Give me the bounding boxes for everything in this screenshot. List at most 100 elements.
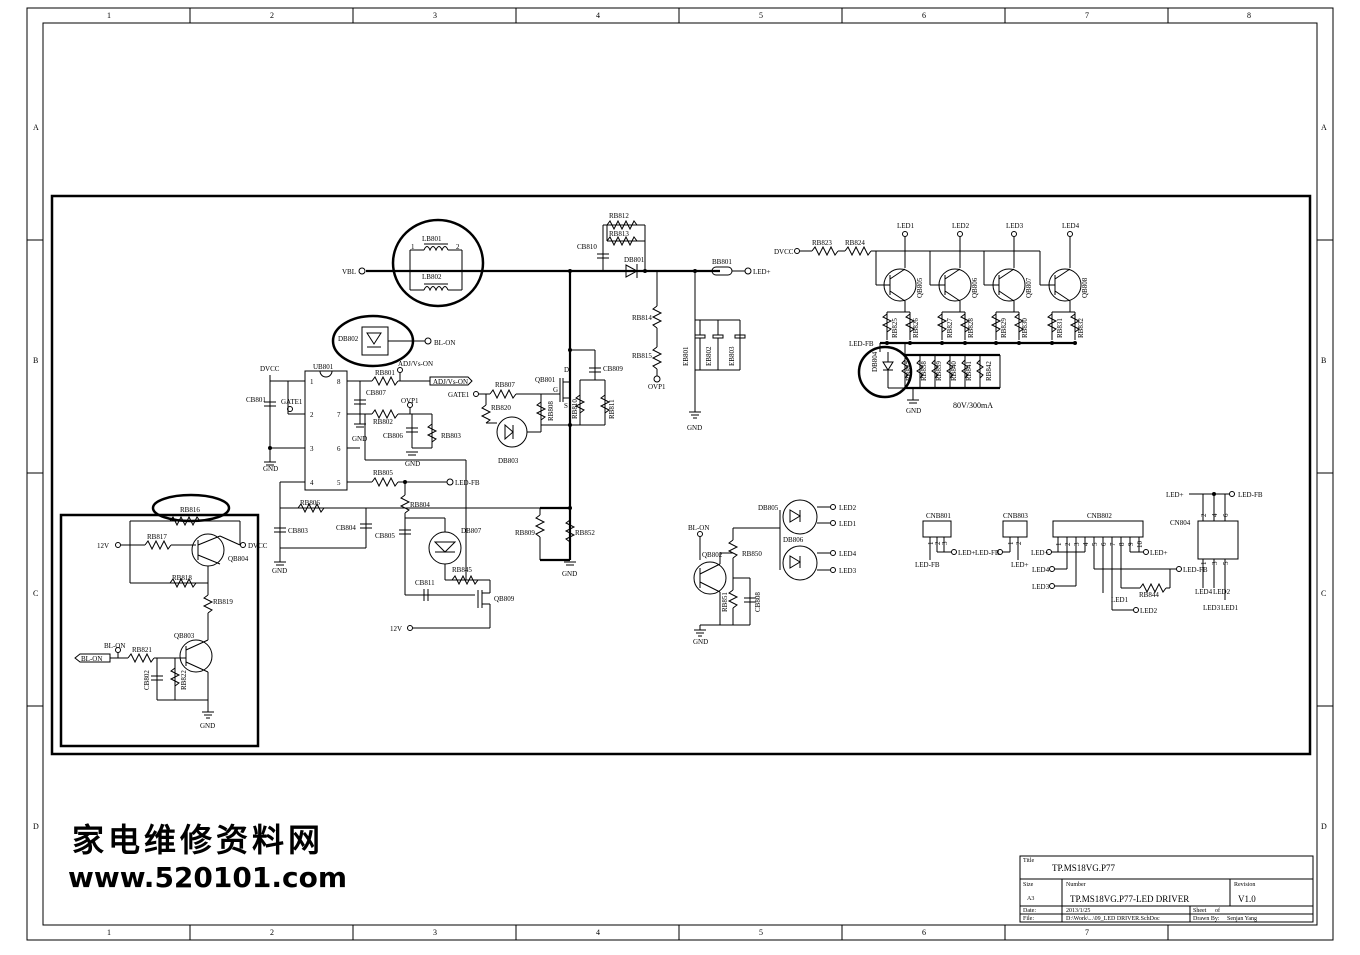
- part-cb811: CB811: [415, 579, 435, 587]
- tb-sheet-label: Sheet: [1193, 908, 1207, 914]
- part-rb831: RB831: [1056, 318, 1064, 338]
- ovp-input-network: [364, 402, 467, 580]
- protection-circuit: [693, 499, 836, 637]
- sheet-frame: [26, 7, 1334, 941]
- part-cb802: CB802: [143, 670, 151, 690]
- pin-cnb803-2: 2: [1015, 541, 1023, 545]
- pin-qb801-d: D: [564, 366, 569, 374]
- net-led-fb-cnb801: LED-FB: [915, 561, 940, 569]
- part-rb804: RB804: [410, 501, 430, 509]
- net-led1-cn804: LED1: [1221, 604, 1239, 612]
- part-rb810: RB810: [571, 399, 579, 419]
- channel-3: [984, 231, 1026, 340]
- tb-of-label: of: [1215, 907, 1220, 914]
- part-cn804: CN804: [1170, 519, 1191, 527]
- part-rb845: RB845: [452, 566, 472, 574]
- pin-cnb801-1: 1: [927, 541, 935, 545]
- pin-cn804-3: 3: [1211, 561, 1219, 565]
- pin-cn804-5: 5: [1222, 561, 1230, 565]
- part-rb811: RB811: [608, 399, 616, 419]
- net-led3-cnb802: LED3: [1032, 583, 1050, 591]
- ruler-col-4-bottom: 4: [596, 928, 600, 937]
- part-qb805: QB805: [916, 277, 924, 298]
- pin-cn804-1: 1: [1200, 561, 1208, 565]
- pin-cnb802-6: 6: [1100, 542, 1108, 546]
- part-lb801: LB801: [422, 235, 442, 243]
- part-rb837: RB837: [905, 361, 913, 381]
- part-rb807: RB807: [495, 381, 515, 389]
- net-led4-cnb802: LED4: [1032, 566, 1050, 574]
- part-rb824: RB824: [845, 239, 865, 247]
- net-led3-top: LED3: [1006, 222, 1024, 230]
- part-eb801: EB801: [682, 346, 690, 366]
- part-qb804: QB804: [228, 555, 249, 563]
- power-path: [366, 269, 720, 562]
- net-vbl: VBL: [342, 268, 356, 276]
- sense-resistors: [534, 508, 576, 566]
- net-led4-db: LED4: [839, 550, 857, 558]
- net-led1-top: LED1: [897, 222, 915, 230]
- column-ruler-top: 1 2 3 4 5 6 7 8: [107, 11, 1251, 20]
- net-led-fb-bus: LED-FB: [849, 340, 874, 348]
- part-cb801: CB801: [246, 396, 266, 404]
- pin-ub-6: 6: [337, 445, 341, 453]
- net-led2-db: LED2: [839, 504, 857, 512]
- ruler-row-a-right: A: [1321, 123, 1327, 132]
- net-led-fb-cnb803: LED-FB: [975, 549, 1000, 557]
- part-cb809: CB809: [603, 365, 623, 373]
- part-rb829: RB829: [1000, 318, 1008, 338]
- row-ruler-left: A B C D: [33, 123, 39, 831]
- title-block: [1019, 855, 1314, 923]
- connector-cnb803: [997, 520, 1028, 560]
- ruler-col-3-bottom: 3: [433, 928, 437, 937]
- tb-revision-label: Revision: [1234, 882, 1255, 888]
- net-gate1-drive: GATE1: [448, 391, 470, 399]
- vbl-port: [358, 267, 366, 275]
- net-dvcc-dim: DVCC: [248, 542, 268, 550]
- ruler-row-d: D: [33, 822, 39, 831]
- adj-network: [354, 367, 473, 428]
- ruler-col-6-bottom: 6: [922, 928, 926, 937]
- pin-cnb802-9: 9: [1127, 542, 1135, 546]
- dimming-section-box: [59, 513, 260, 748]
- part-rb816: RB816: [180, 506, 200, 514]
- part-rb826: RB826: [912, 318, 920, 338]
- soft-start-network: [405, 517, 491, 631]
- part-cb810: CB810: [577, 243, 597, 251]
- ruler-col-8: 8: [1247, 11, 1251, 20]
- tb-number: TP.MS18VG.P77-LED DRIVER: [1070, 894, 1189, 904]
- part-rb813: RB813: [609, 230, 629, 238]
- net-led-plus-cn804: LED+: [1166, 491, 1184, 499]
- connector-cnb801: [922, 520, 957, 560]
- part-ub801: UB801: [313, 363, 334, 371]
- part-rb832: RB832: [1077, 318, 1085, 338]
- pin-ub-4: 4: [310, 479, 314, 487]
- part-qb802: QB802: [702, 551, 723, 559]
- ovp-divider: [651, 271, 663, 383]
- pin-ub-2: 2: [310, 411, 314, 419]
- part-qb809: QB809: [494, 595, 515, 603]
- port-bl-on: BL-ON: [81, 655, 102, 663]
- ruler-row-a: A: [33, 123, 39, 132]
- part-cb807: CB807: [366, 389, 386, 397]
- port-adj: ADJ/Vs-ON: [433, 378, 468, 386]
- part-rb802: RB802: [373, 418, 393, 426]
- net-gnd-output: GND: [687, 424, 702, 432]
- ruler-col-4: 4: [596, 11, 600, 20]
- tb-revision: V1.0: [1238, 894, 1256, 904]
- ruler-col-6: 6: [922, 11, 926, 20]
- inductor-lb801: [409, 243, 463, 292]
- net-led4-top: LED4: [1062, 222, 1080, 230]
- ruler-col-3: 3: [433, 11, 437, 20]
- ruler-row-d-right: D: [1321, 822, 1327, 831]
- part-rb823: RB823: [812, 239, 832, 247]
- inductor-highlight-circle: [391, 218, 485, 308]
- part-rb817: RB817: [147, 533, 167, 541]
- pin-ub-3: 3: [310, 445, 314, 453]
- tb-file: D:\Work\...\09_LED DRIVER.SchDoc: [1066, 916, 1160, 922]
- connector-cn804: [1189, 491, 1239, 600]
- part-db807: DB807: [461, 527, 482, 535]
- net-led2-top: LED2: [952, 222, 970, 230]
- net-dvcc-ub: DVCC: [260, 365, 280, 373]
